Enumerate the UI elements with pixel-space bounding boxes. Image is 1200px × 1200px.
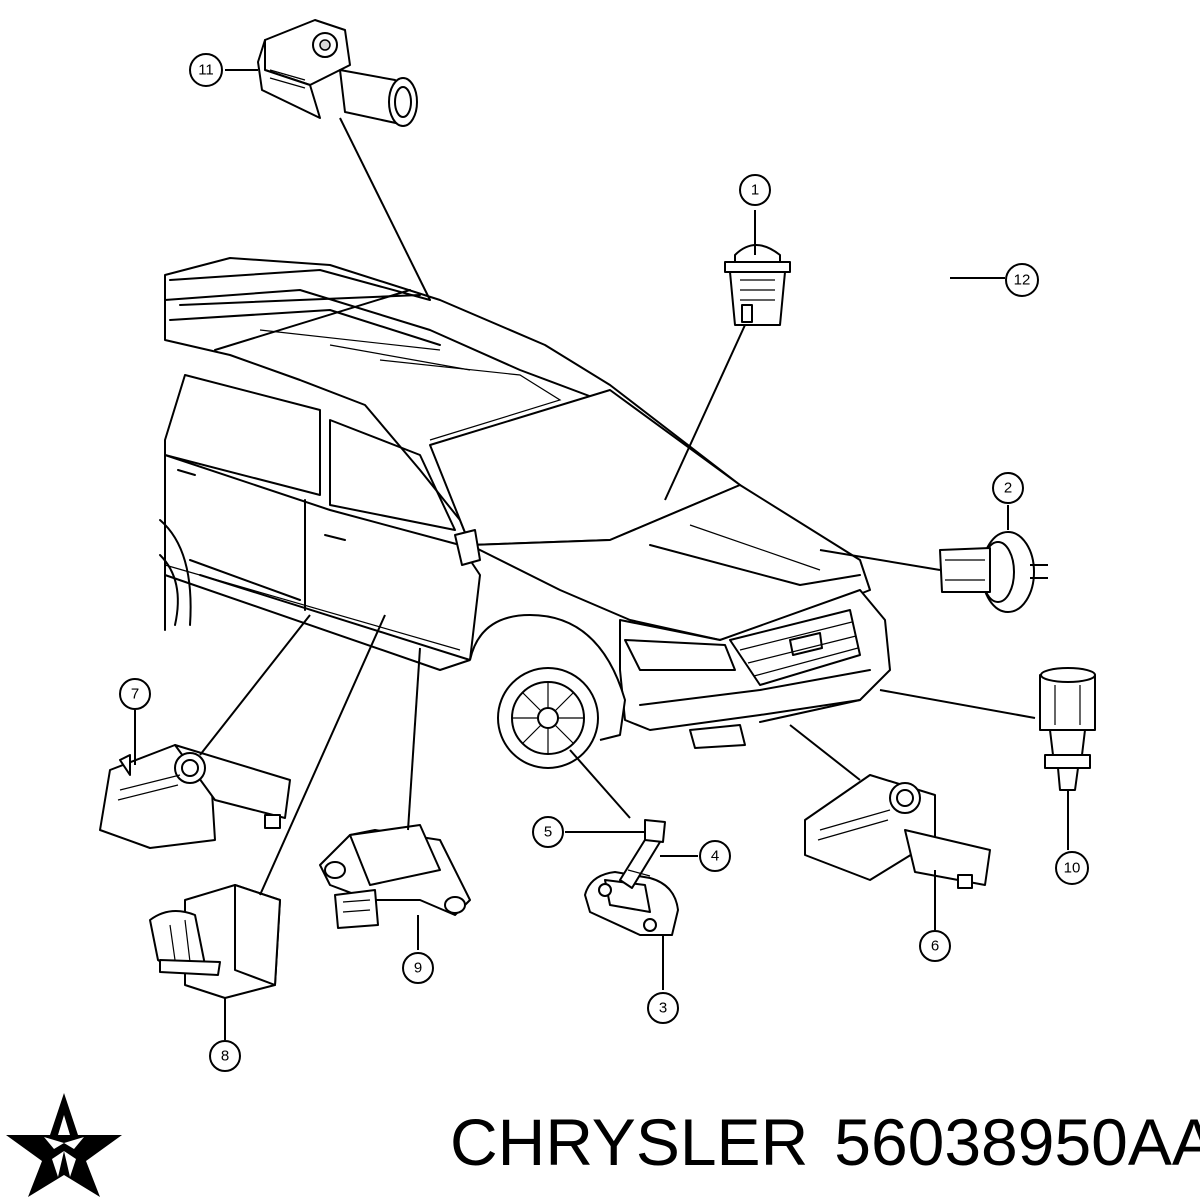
- callout-8: 8: [209, 1040, 241, 1072]
- part-9-sensor: [319, 824, 471, 929]
- part-1-sensor: [724, 244, 791, 326]
- part-caption: CHRYSLER 56038950AA: [450, 1102, 1200, 1182]
- chrysler-pentastar-logo: [0, 1085, 128, 1200]
- svg-text:5: 5: [544, 824, 552, 841]
- callout-2: 2: [992, 472, 1024, 504]
- callout-7: 7: [119, 678, 151, 710]
- svg-text:11: 11: [198, 62, 214, 79]
- callout-10: 10: [1055, 851, 1089, 885]
- callout-5: 5: [532, 816, 564, 848]
- part-10-sensor: [1039, 667, 1096, 791]
- svg-text:9: 9: [414, 960, 422, 977]
- callout-1: 1: [739, 174, 771, 206]
- part-2-sensor: [939, 531, 1048, 613]
- callout-4: 4: [699, 840, 731, 872]
- svg-text:10: 10: [1064, 860, 1081, 877]
- vehicle-illustration: [159, 257, 891, 769]
- callout-9: 9: [402, 952, 434, 984]
- part-8-sensor: [149, 884, 281, 999]
- svg-text:8: 8: [221, 1048, 229, 1065]
- svg-text:3: 3: [659, 1000, 667, 1017]
- svg-text:7: 7: [131, 686, 139, 703]
- part-6-module: [804, 774, 991, 889]
- part-number: 56038950AA: [834, 1105, 1200, 1179]
- callout-12: 12: [1005, 263, 1039, 297]
- svg-text:1: 1: [751, 182, 759, 199]
- svg-text:4: 4: [711, 848, 719, 865]
- svg-text:12: 12: [1014, 272, 1031, 289]
- part-7-module: [99, 744, 291, 849]
- callout-6: 6: [919, 930, 951, 962]
- part-11-sensor: [257, 19, 418, 127]
- part-3-tpms-sensor: [584, 871, 679, 936]
- brand-name: CHRYSLER: [450, 1105, 809, 1179]
- leader-lines: [134, 69, 1069, 1040]
- callout-11: 11: [189, 53, 223, 87]
- part-4-valve-stem: [619, 819, 666, 889]
- svg-text:6: 6: [931, 938, 939, 955]
- callout-3: 3: [647, 992, 679, 1024]
- svg-text:2: 2: [1004, 480, 1012, 497]
